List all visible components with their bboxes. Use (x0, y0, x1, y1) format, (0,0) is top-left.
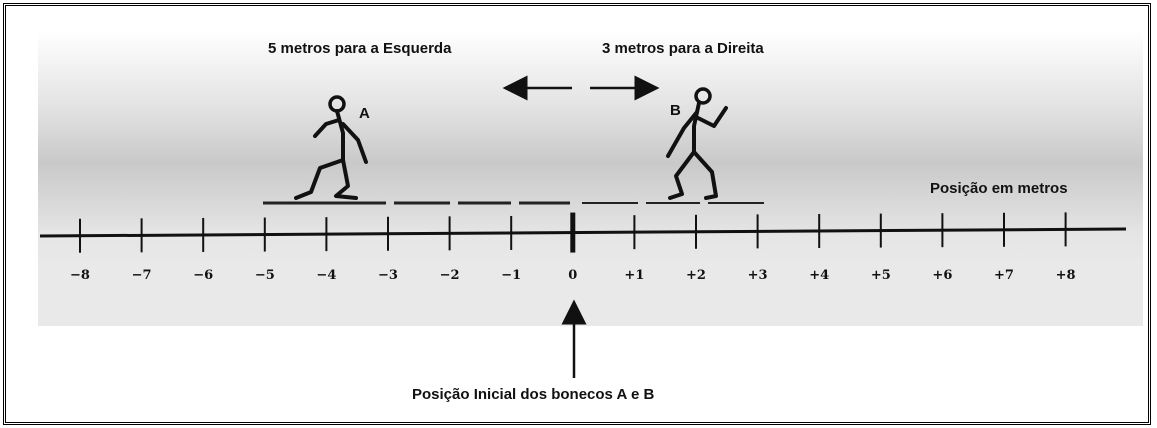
tick-label: −1 (501, 268, 521, 283)
tick-label: −8 (70, 268, 90, 283)
tick-label: +4 (809, 268, 829, 283)
tick-label: −6 (193, 268, 213, 283)
axis-line (39, 227, 1127, 238)
tick-label: −3 (378, 268, 398, 283)
tick-label: +7 (994, 268, 1014, 283)
paper-lower (38, 260, 1143, 326)
figure-b-label: B (670, 102, 681, 119)
stick-figure-a-icon (294, 95, 368, 200)
axis-caption: Posição em metros (930, 180, 1068, 197)
left-move-label: 5 metros para a Esquerda (268, 40, 452, 57)
tick-label: −4 (316, 268, 336, 283)
tick-label: +1 (624, 268, 644, 283)
stick-figure-b-icon (666, 87, 728, 200)
tick-label: +2 (686, 268, 706, 283)
figure-a-label: A (359, 105, 370, 122)
tick-label: +3 (748, 268, 768, 283)
right-move-label: 3 metros para a Direita (602, 40, 764, 57)
tick-label: 0 (568, 268, 577, 283)
tick-label: +5 (871, 268, 891, 283)
tick-label: −5 (255, 268, 275, 283)
tick-label: +6 (932, 268, 952, 283)
tick-label: −7 (132, 268, 152, 283)
initial-position-label: Posição Inicial dos bonecos A e B (412, 386, 655, 403)
axis-ticks: −8 −7 −6 −5 −4 −3 −2 −1 0 +1 +2 +3 +4 +5 +6 +7 +8 (70, 212, 1076, 283)
tick-label: +8 (1056, 268, 1076, 283)
tick-label: −2 (440, 268, 460, 283)
